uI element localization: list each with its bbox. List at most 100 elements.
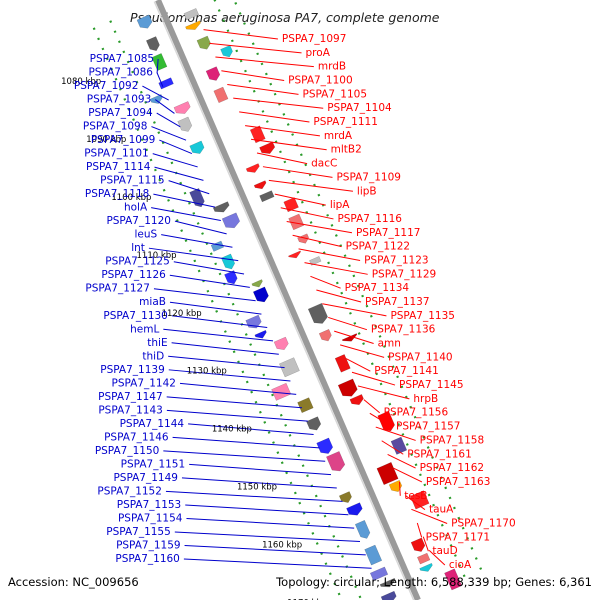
map-title: Pseudomonas aeruginosa PA7, complete gen… [130, 10, 440, 25]
gene-label-pspa7-1162: PSPA7_1162 [420, 462, 485, 474]
reverse-strand-gene-feature [279, 357, 300, 378]
forward-strand-gene-feature [288, 213, 305, 231]
reverse-label-leader-line [189, 463, 332, 476]
reverse-strand-gene-feature [254, 329, 267, 339]
forward-strand-gene-feature [196, 35, 211, 50]
reverse-strand-gene-feature [212, 201, 230, 213]
gene-label-pspa7-1093: PSPA7_1093 [87, 94, 152, 106]
forward-strand-gene-feature [307, 302, 328, 324]
forward-label-leader-line [221, 70, 285, 82]
reverse-label-leader-line [148, 247, 239, 262]
reverse-strand-gene-feature [271, 382, 292, 401]
gene-label-taua: tauA [429, 504, 454, 516]
kbp-tick-label: 1100 kbp [111, 193, 151, 203]
gene-label-pspa7-1160: PSPA7_1160 [115, 553, 180, 565]
reverse-label-leader-line [151, 207, 221, 221]
reverse-strand-gene-feature [177, 116, 193, 132]
forward-label-leader-line [369, 412, 393, 428]
forward-strand-gene-feature [259, 190, 275, 203]
gene-label-pspa7-1144: PSPA7_1144 [120, 418, 185, 430]
kbp-tick-label: 1130 kbp [187, 367, 227, 377]
forward-label-leader-line [215, 56, 314, 68]
kbp-tick-label: 1080 kbp [61, 77, 101, 87]
gene-label-pspa7-1135: PSPA7_1135 [390, 310, 455, 322]
reverse-label-leader-line [142, 85, 169, 101]
gene-label-pspa7-1141: PSPA7_1141 [374, 365, 439, 377]
reverse-strand-gene-feature [297, 397, 314, 414]
reverse-strand-gene-feature [338, 491, 352, 503]
reverse-label-leader-line [168, 180, 210, 195]
gene-label-pspa7-1161: PSPA7_1161 [407, 448, 472, 460]
forward-strand-gene-feature [444, 568, 463, 591]
forward-strand-gene-feature [390, 436, 408, 455]
reverse-label-leader-line [172, 436, 320, 449]
gene-label-miab: miaB [139, 296, 166, 308]
topology-text: Topology: circular; Length: 6,588,339 bp… [275, 575, 592, 589]
forward-label-leader-line [345, 358, 371, 372]
reverse-strand-gene-feature [369, 566, 389, 581]
forward-strand-gene-feature [259, 141, 276, 154]
gene-label-lipa: lipA [330, 199, 350, 211]
reverse-strand-gene-feature [189, 188, 205, 208]
reverse-strand-gene-feature [380, 590, 397, 600]
reverse-label-leader-line [151, 126, 187, 141]
reverse-strand-gene-feature [252, 286, 269, 303]
forward-strand-gene-feature [249, 125, 266, 144]
reverse-label-leader-line [166, 396, 303, 409]
reverse-label-leader-line [179, 382, 297, 395]
forward-label-leader-line [239, 111, 310, 123]
gene-label-amn: amn [378, 338, 401, 350]
forward-strand-gene-feature [185, 20, 201, 30]
gene-label-mltb2: mltB2 [331, 144, 362, 156]
reverse-label-leader-line [171, 315, 268, 328]
gene-label-pspa7-1109: PSPA7_1109 [336, 171, 401, 183]
gene-label-pspa7-1092: PSPA7_1092 [74, 80, 139, 92]
gene-label-pspa7-1153: PSPA7_1153 [117, 499, 182, 511]
forward-label-leader-line [274, 193, 326, 206]
forward-label-leader-line [310, 275, 341, 289]
forward-strand-gene-feature [245, 163, 260, 173]
reverse-strand-gene-feature [136, 14, 153, 29]
gene-label-pspa7-1122: PSPA7_1122 [346, 241, 411, 253]
genome-backbone [155, 0, 421, 600]
forward-label-leader-line [227, 83, 299, 95]
kbp-tick-label: 1120 kbp [162, 309, 202, 319]
reverse-label-leader-line [156, 72, 164, 87]
forward-label-leader-line [245, 125, 320, 137]
reverse-label-leader-line [183, 558, 372, 569]
reverse-label-leader-line [185, 504, 349, 516]
reverse-label-leader-line [156, 112, 181, 128]
forward-strand-gene-feature [318, 328, 332, 342]
gene-label-pspa7-1097: PSPA7_1097 [282, 33, 347, 45]
forward-label-leader-line [381, 440, 404, 455]
reverse-label-leader-line [153, 193, 216, 208]
forward-strand-gene-feature [337, 378, 358, 397]
gene-label-pspa7-1129: PSPA7_1129 [372, 268, 437, 280]
backbone-shadow [153, 1, 415, 600]
gene-label-pspa7-1120: PSPA7_1120 [106, 215, 171, 227]
reverse-label-leader-line [166, 409, 308, 422]
gene-label-pspa7-1117: PSPA7_1117 [356, 227, 421, 239]
kbp-tick-label: 1110 kbp [137, 251, 177, 261]
forward-label-leader-line [322, 303, 387, 317]
reverse-label-leader-line [168, 355, 285, 369]
reverse-strand-gene-feature [221, 212, 241, 229]
gene-label-mrdb: mrdB [318, 61, 346, 73]
forward-label-leader-line [357, 385, 410, 400]
forward-label-leader-line [375, 426, 416, 441]
gene-label-pspa7-1170: PSPA7_1170 [451, 517, 515, 529]
reverse-label-leader-line [154, 99, 175, 114]
forward-label-leader-line [393, 467, 423, 483]
forward-strand-gene-feature [213, 86, 229, 104]
forward-strand-gene-feature [419, 562, 433, 572]
reverse-label-leader-line [174, 220, 227, 235]
forward-label-leader-line [399, 481, 401, 496]
gene-label-pspa7-1143: PSPA7_1143 [98, 404, 163, 416]
reverse-strand-gene-feature [346, 502, 363, 516]
reverse-label-leader-line [169, 274, 250, 288]
reverse-strand-gene-feature [306, 416, 322, 431]
kbp-tick-label: 1140 kbp [212, 425, 252, 435]
reverse-label-leader-line [173, 261, 245, 275]
gene-label-pspa7-1139: PSPA7_1139 [100, 364, 165, 376]
